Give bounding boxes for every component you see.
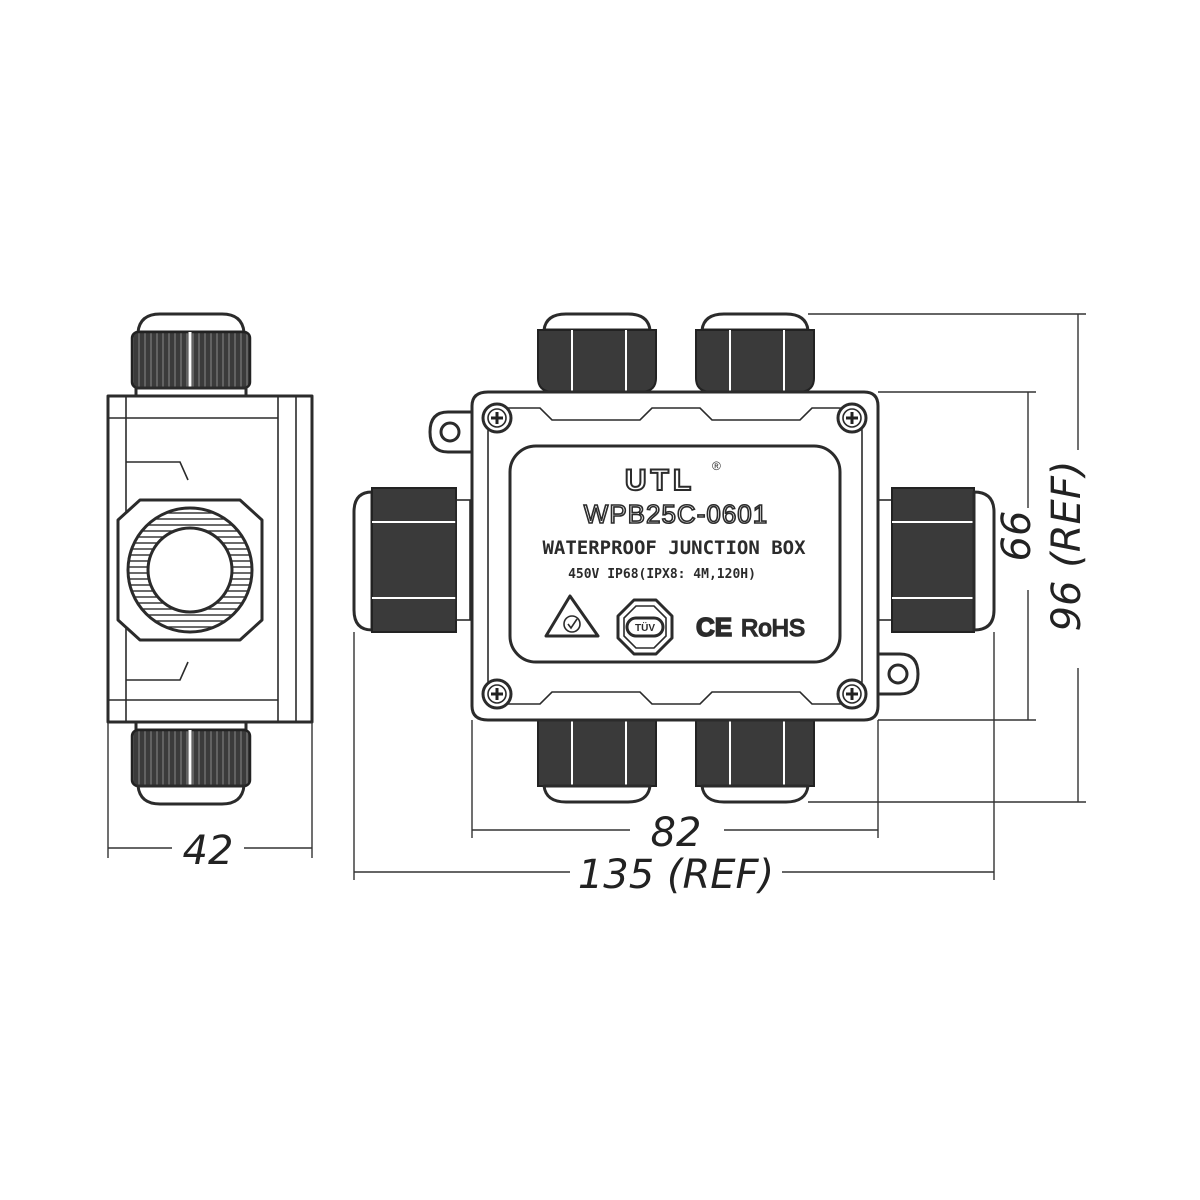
product-title: WATERPROOF JUNCTION BOX (542, 537, 806, 559)
rating-text: 450V IP68(IPX8: 4M,120H) (568, 567, 756, 582)
dim-body-height-text: 66 (994, 511, 1040, 562)
tuv-mark-icon: TÜV (616, 598, 674, 656)
side-body (106, 394, 314, 724)
dim-overall-width: 135 (REF) (353, 632, 995, 898)
dim-side-width: 42 (107, 722, 313, 874)
front-top-gland-left (537, 312, 657, 407)
front-body: UTL ® WPB25C-0601 WATERPROOF JUNCTION BO… (470, 390, 880, 722)
dim-overall-height: 96 (REF) (808, 313, 1090, 803)
front-bottom-gland-left (537, 705, 657, 804)
dim-overall-height-text: 96 (REF) (1044, 461, 1090, 632)
dim-overall-width-text: 135 (REF) (578, 852, 774, 898)
dim-body-width-text: 82 (651, 810, 702, 856)
mounting-ear-bottom-right (874, 652, 920, 696)
screw-bottom-left-icon (481, 678, 513, 710)
screw-bottom-right-icon (836, 678, 868, 710)
side-top-gland (130, 312, 252, 398)
model-number: WPB25C-0601 (584, 499, 768, 529)
dim-body-height: 66 (878, 391, 1040, 721)
mounting-ear-top-left (428, 410, 474, 454)
dim-body-width: 82 (471, 720, 879, 856)
tuv-mark-text: TÜV (635, 621, 655, 634)
front-right-gland (877, 487, 996, 633)
side-view: 42 (106, 312, 314, 874)
front-view: UTL ® WPB25C-0601 WATERPROOF JUNCTION BO… (352, 312, 1090, 898)
rohs-mark: RoHS (741, 615, 805, 642)
dim-side-width-text: 42 (183, 828, 234, 874)
brand-logo: UTL (625, 464, 695, 497)
front-left-gland (352, 487, 471, 633)
registered-mark: ® (712, 459, 721, 473)
rcm-mark-icon (544, 594, 600, 638)
side-bottom-gland (130, 720, 252, 806)
ce-mark: CE (696, 612, 732, 642)
screw-top-right-icon (836, 402, 868, 434)
label-plate (508, 444, 842, 664)
screw-top-left-icon (481, 402, 513, 434)
